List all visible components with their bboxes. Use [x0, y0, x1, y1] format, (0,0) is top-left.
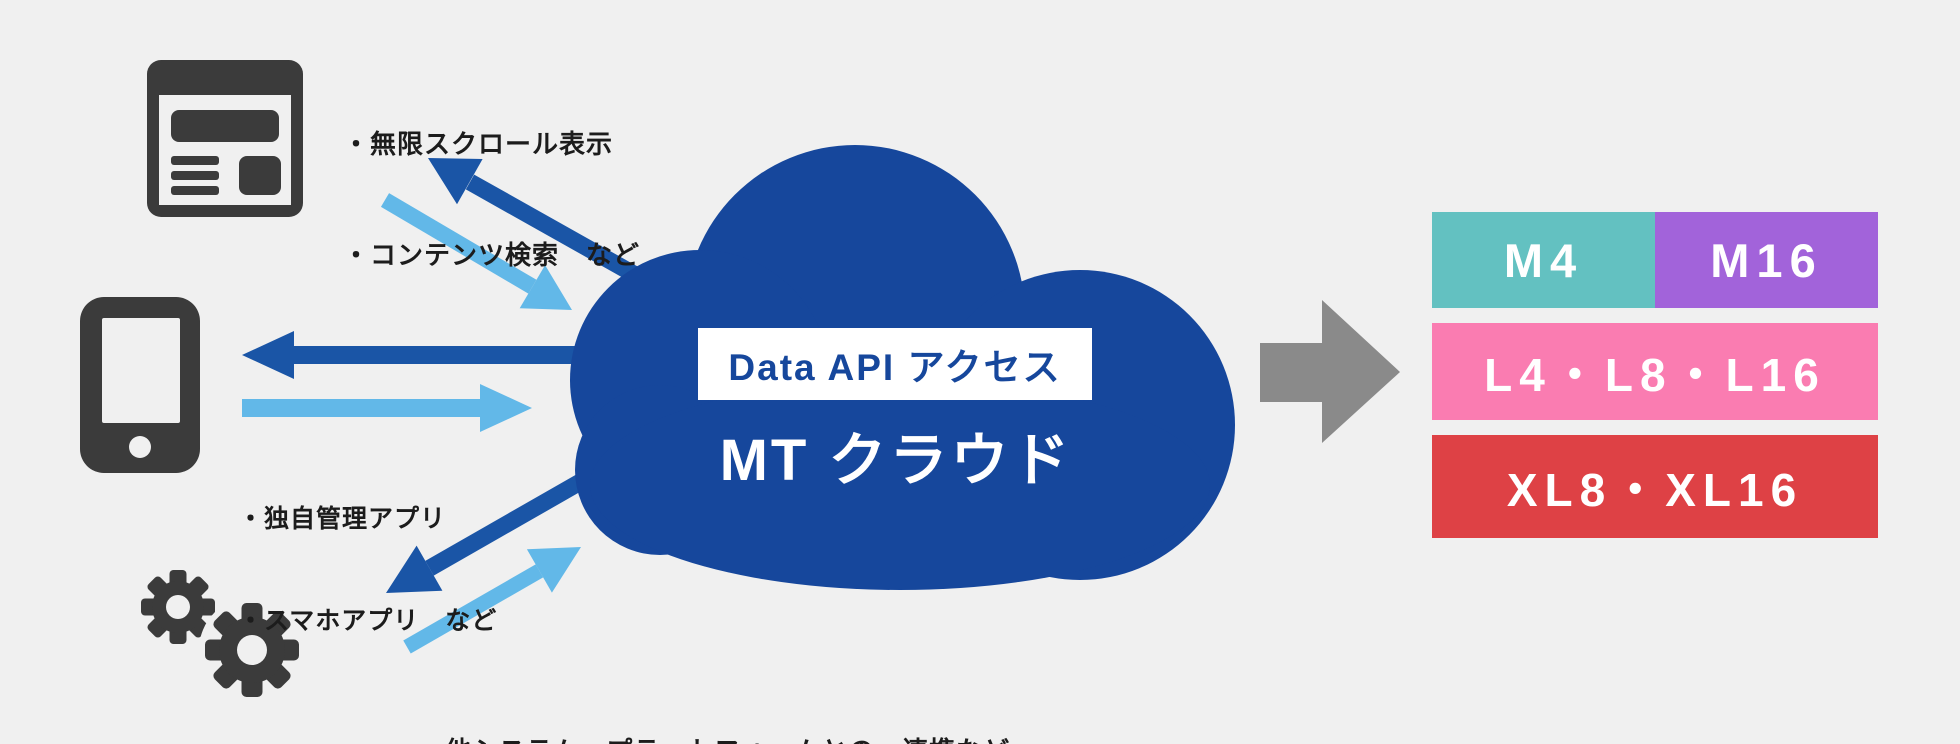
webpage-text-line [171, 171, 219, 180]
cloud-title-label: MT クラウド [719, 428, 1073, 493]
annotation-line: ・スマホアプリ など [238, 607, 498, 635]
annotation-line: ・他システム、プラットフォームとの 連携など [418, 733, 1010, 744]
smartphone-icon [80, 297, 200, 473]
arrow-shaft [380, 193, 537, 294]
plan-label: M16 [1710, 233, 1823, 287]
gear-hole [237, 635, 267, 665]
phone-home-button [129, 436, 151, 458]
webpage-annotation: ・無限スクロール表示 ・コンテンツ検索 など [343, 52, 640, 348]
annotation-line: ・無限スクロール表示 [343, 129, 614, 159]
plan-label: M4 [1503, 233, 1584, 287]
arrow-head [526, 547, 581, 593]
gear-large [205, 603, 299, 697]
arrow-head [428, 158, 483, 205]
plan-box-xl: XL8・XL16 [1432, 435, 1878, 538]
annotation-line: ・コンテンツ検索 など [343, 240, 641, 270]
webpage-image-block [239, 156, 281, 195]
webpage-text-line [171, 186, 219, 195]
arrow-head [480, 384, 532, 432]
annotation-line: ・独自管理アプリ [238, 505, 447, 533]
webpage-text-line [171, 156, 219, 165]
arrow-head [386, 545, 443, 593]
plan-label: XL8・XL16 [1506, 463, 1804, 516]
phone-screen [102, 318, 180, 423]
right-arrow-icon [1260, 300, 1400, 443]
arrow-shaft [403, 564, 544, 654]
plan-box-m4: M4 [1432, 212, 1655, 308]
arrow-cloud-to-phone [242, 331, 612, 379]
data-api-badge-label: Data API アクセス [728, 347, 1062, 388]
gears-icon [141, 570, 305, 703]
plan-box-m16: M16 [1655, 212, 1878, 308]
plan-box-l: L4・L8・L16 [1432, 323, 1878, 420]
webpage-hero-block [171, 110, 279, 142]
cloud-base [590, 380, 1210, 590]
plan-label: L4・L8・L16 [1484, 348, 1826, 401]
gear-hole [166, 595, 190, 619]
arrow-phone-to-cloud [242, 384, 532, 432]
data-api-badge: Data API アクセス [698, 328, 1092, 400]
gear-small [141, 570, 215, 644]
arrow-head [519, 265, 572, 310]
arrow-webpage-to-cloud [380, 193, 572, 310]
webpage-icon [147, 60, 303, 217]
gears-annotation: ・他システム、プラットフォームとの 連携など [418, 659, 1010, 744]
arrow-gears-to-cloud [403, 547, 581, 654]
cloud-title: MT クラウド [640, 420, 1152, 493]
phone-annotation: ・独自管理アプリ ・スマホアプリ など [238, 434, 497, 706]
arrow-head [242, 331, 294, 379]
